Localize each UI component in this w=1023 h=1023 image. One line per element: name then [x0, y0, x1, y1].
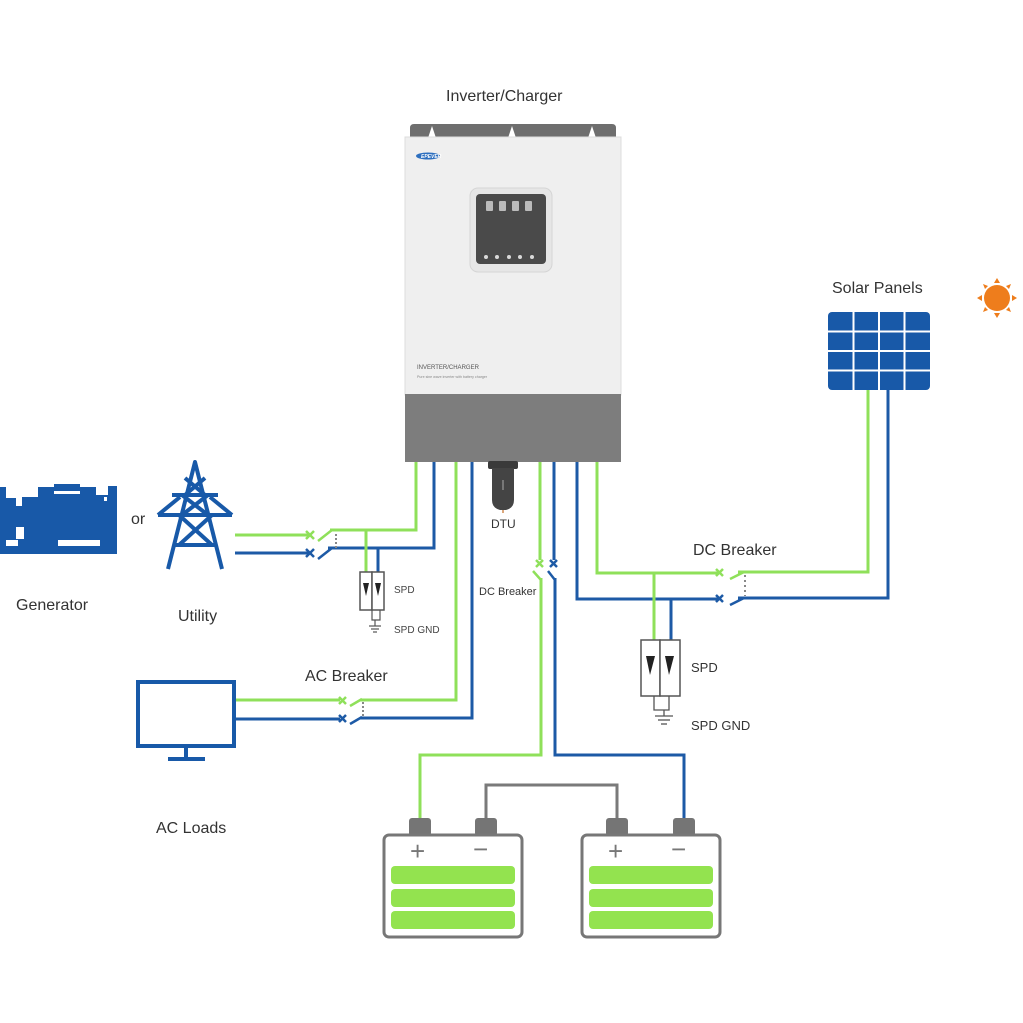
sun-icon — [977, 278, 1017, 318]
battery-2-negative-sign: − — [671, 834, 687, 864]
battery-charge-bar — [391, 889, 515, 907]
ac-input-breaker[interactable] — [305, 529, 337, 560]
wire-pv-positive-2 — [738, 390, 870, 574]
generator-icon — [0, 484, 117, 554]
inverter-charger[interactable]: EPEVER INVERTER/CHARGER Pure sine wave i… — [404, 124, 622, 462]
wire-batt-negative — [553, 578, 686, 818]
breaker-x-icon — [715, 568, 724, 603]
utility-label: Utility — [178, 608, 218, 625]
battery-charge-bar — [589, 911, 713, 929]
wire-ac-out-neutral-2 — [360, 460, 474, 720]
wire-ac-in-line-2 — [330, 460, 418, 532]
wire-pv-positive — [595, 460, 718, 575]
dc-spd-label: SPD — [691, 660, 718, 675]
battery-charge-bar — [391, 866, 515, 884]
inverter-panel-text: INVERTER/CHARGER — [417, 365, 480, 371]
wire-battery-series-link — [484, 783, 619, 818]
or-label: or — [131, 511, 146, 528]
power-tower-icon — [156, 460, 234, 570]
ac-spd-label: SPD — [394, 585, 415, 596]
ac-breaker-label: AC Breaker — [305, 668, 388, 685]
dc-spd-gnd-label: SPD GND — [691, 718, 751, 733]
inverter-title: Inverter/Charger — [446, 88, 563, 105]
wire-pv-negative-2 — [738, 390, 890, 600]
ac-loads-label: AC Loads — [156, 820, 227, 837]
dc-breaker-pv-label: DC Breaker — [693, 542, 777, 559]
ac-spd-gnd-label: SPD GND — [394, 625, 440, 636]
wire-ac-in-neutral-2 — [328, 460, 436, 550]
breaker-x-icon — [305, 530, 315, 558]
battery-terminal-positive — [606, 818, 628, 836]
dc-breaker-battery-label: DC Breaker — [479, 586, 537, 598]
brand-logo: EPEVER — [416, 152, 442, 160]
battery-1-negative-sign: − — [473, 834, 489, 864]
generator-label: Generator — [16, 597, 89, 614]
breaker-x-icon — [338, 696, 347, 723]
wire-batt-positive — [418, 578, 543, 818]
brand-name: EPEVER — [421, 154, 442, 160]
wires — [235, 390, 890, 818]
battery-2 — [580, 818, 722, 939]
ac-output-breaker[interactable] — [338, 696, 364, 726]
battery-1 — [382, 818, 524, 939]
inverter-display — [469, 187, 553, 273]
ground-icon — [655, 710, 673, 725]
monitor-icon — [136, 680, 236, 761]
solar-panels-label: Solar Panels — [832, 280, 923, 297]
ac-spd — [359, 571, 385, 633]
display-buttons[interactable] — [484, 255, 534, 259]
battery-2-positive-sign: + — [608, 836, 624, 866]
battery-terminal-negative — [475, 818, 497, 836]
battery-terminal-positive — [409, 818, 431, 836]
ground-icon — [369, 620, 381, 633]
dc-spd — [640, 639, 681, 725]
dc-battery-breaker[interactable] — [532, 559, 558, 581]
battery-charge-bar — [589, 866, 713, 884]
battery-charge-bar — [589, 889, 713, 907]
battery-1-positive-sign: + — [410, 836, 426, 866]
wire-ac-out-line-2 — [360, 460, 458, 702]
dtu-module[interactable] — [488, 461, 518, 513]
battery-terminal-negative — [673, 818, 695, 836]
dtu-label: DTU — [491, 517, 516, 531]
battery-charge-bar — [391, 911, 515, 929]
breaker-x-icon — [535, 559, 558, 568]
inverter-panel-subtext: Pure sine wave inverter with battery cha… — [417, 375, 488, 379]
dc-pv-breaker[interactable] — [715, 568, 746, 607]
solar-panel-icon[interactable] — [828, 312, 930, 390]
